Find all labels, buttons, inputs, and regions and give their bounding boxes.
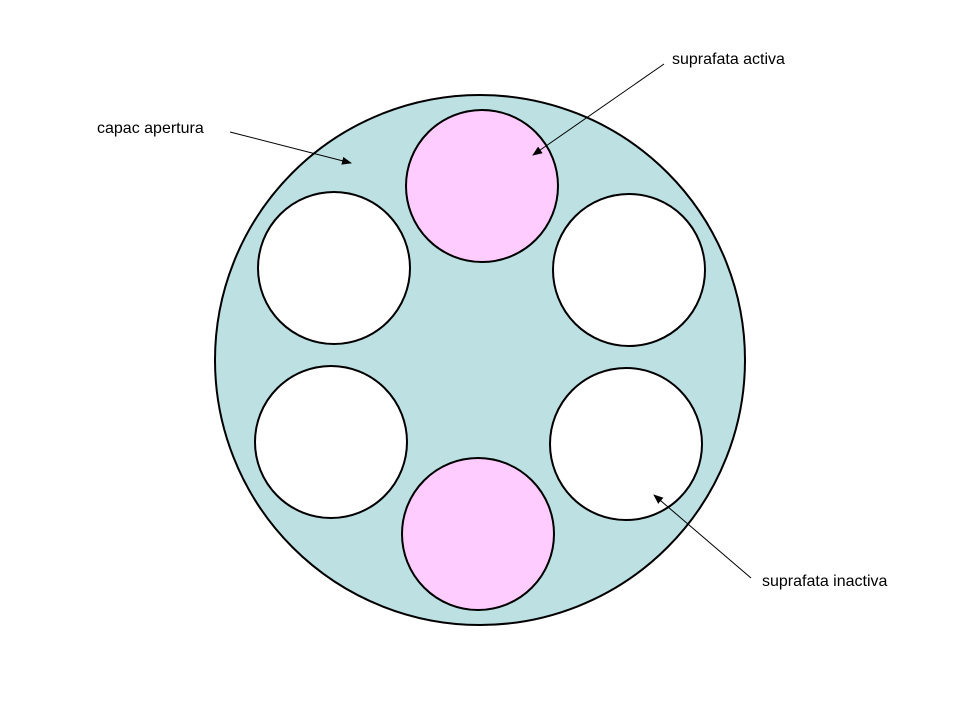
suprafata-inactiva-label: suprafata inactiva (762, 573, 888, 590)
suprafata-activa-label: suprafata activa (672, 51, 785, 68)
inactive-surface-upper-right (552, 193, 706, 347)
active-surface-top (405, 109, 559, 263)
active-surface-bottom (401, 457, 555, 611)
suprafata-inactiva-arrow (653, 494, 752, 579)
suprafata-activa-arrow (532, 63, 665, 156)
inactive-surface-lower-left (254, 365, 408, 519)
capac-apertura-label: capac apertura (97, 120, 204, 137)
inactive-surface-lower-right (549, 367, 703, 521)
inactive-surface-upper-left (257, 191, 411, 345)
capac-apertura-arrow (229, 131, 352, 165)
